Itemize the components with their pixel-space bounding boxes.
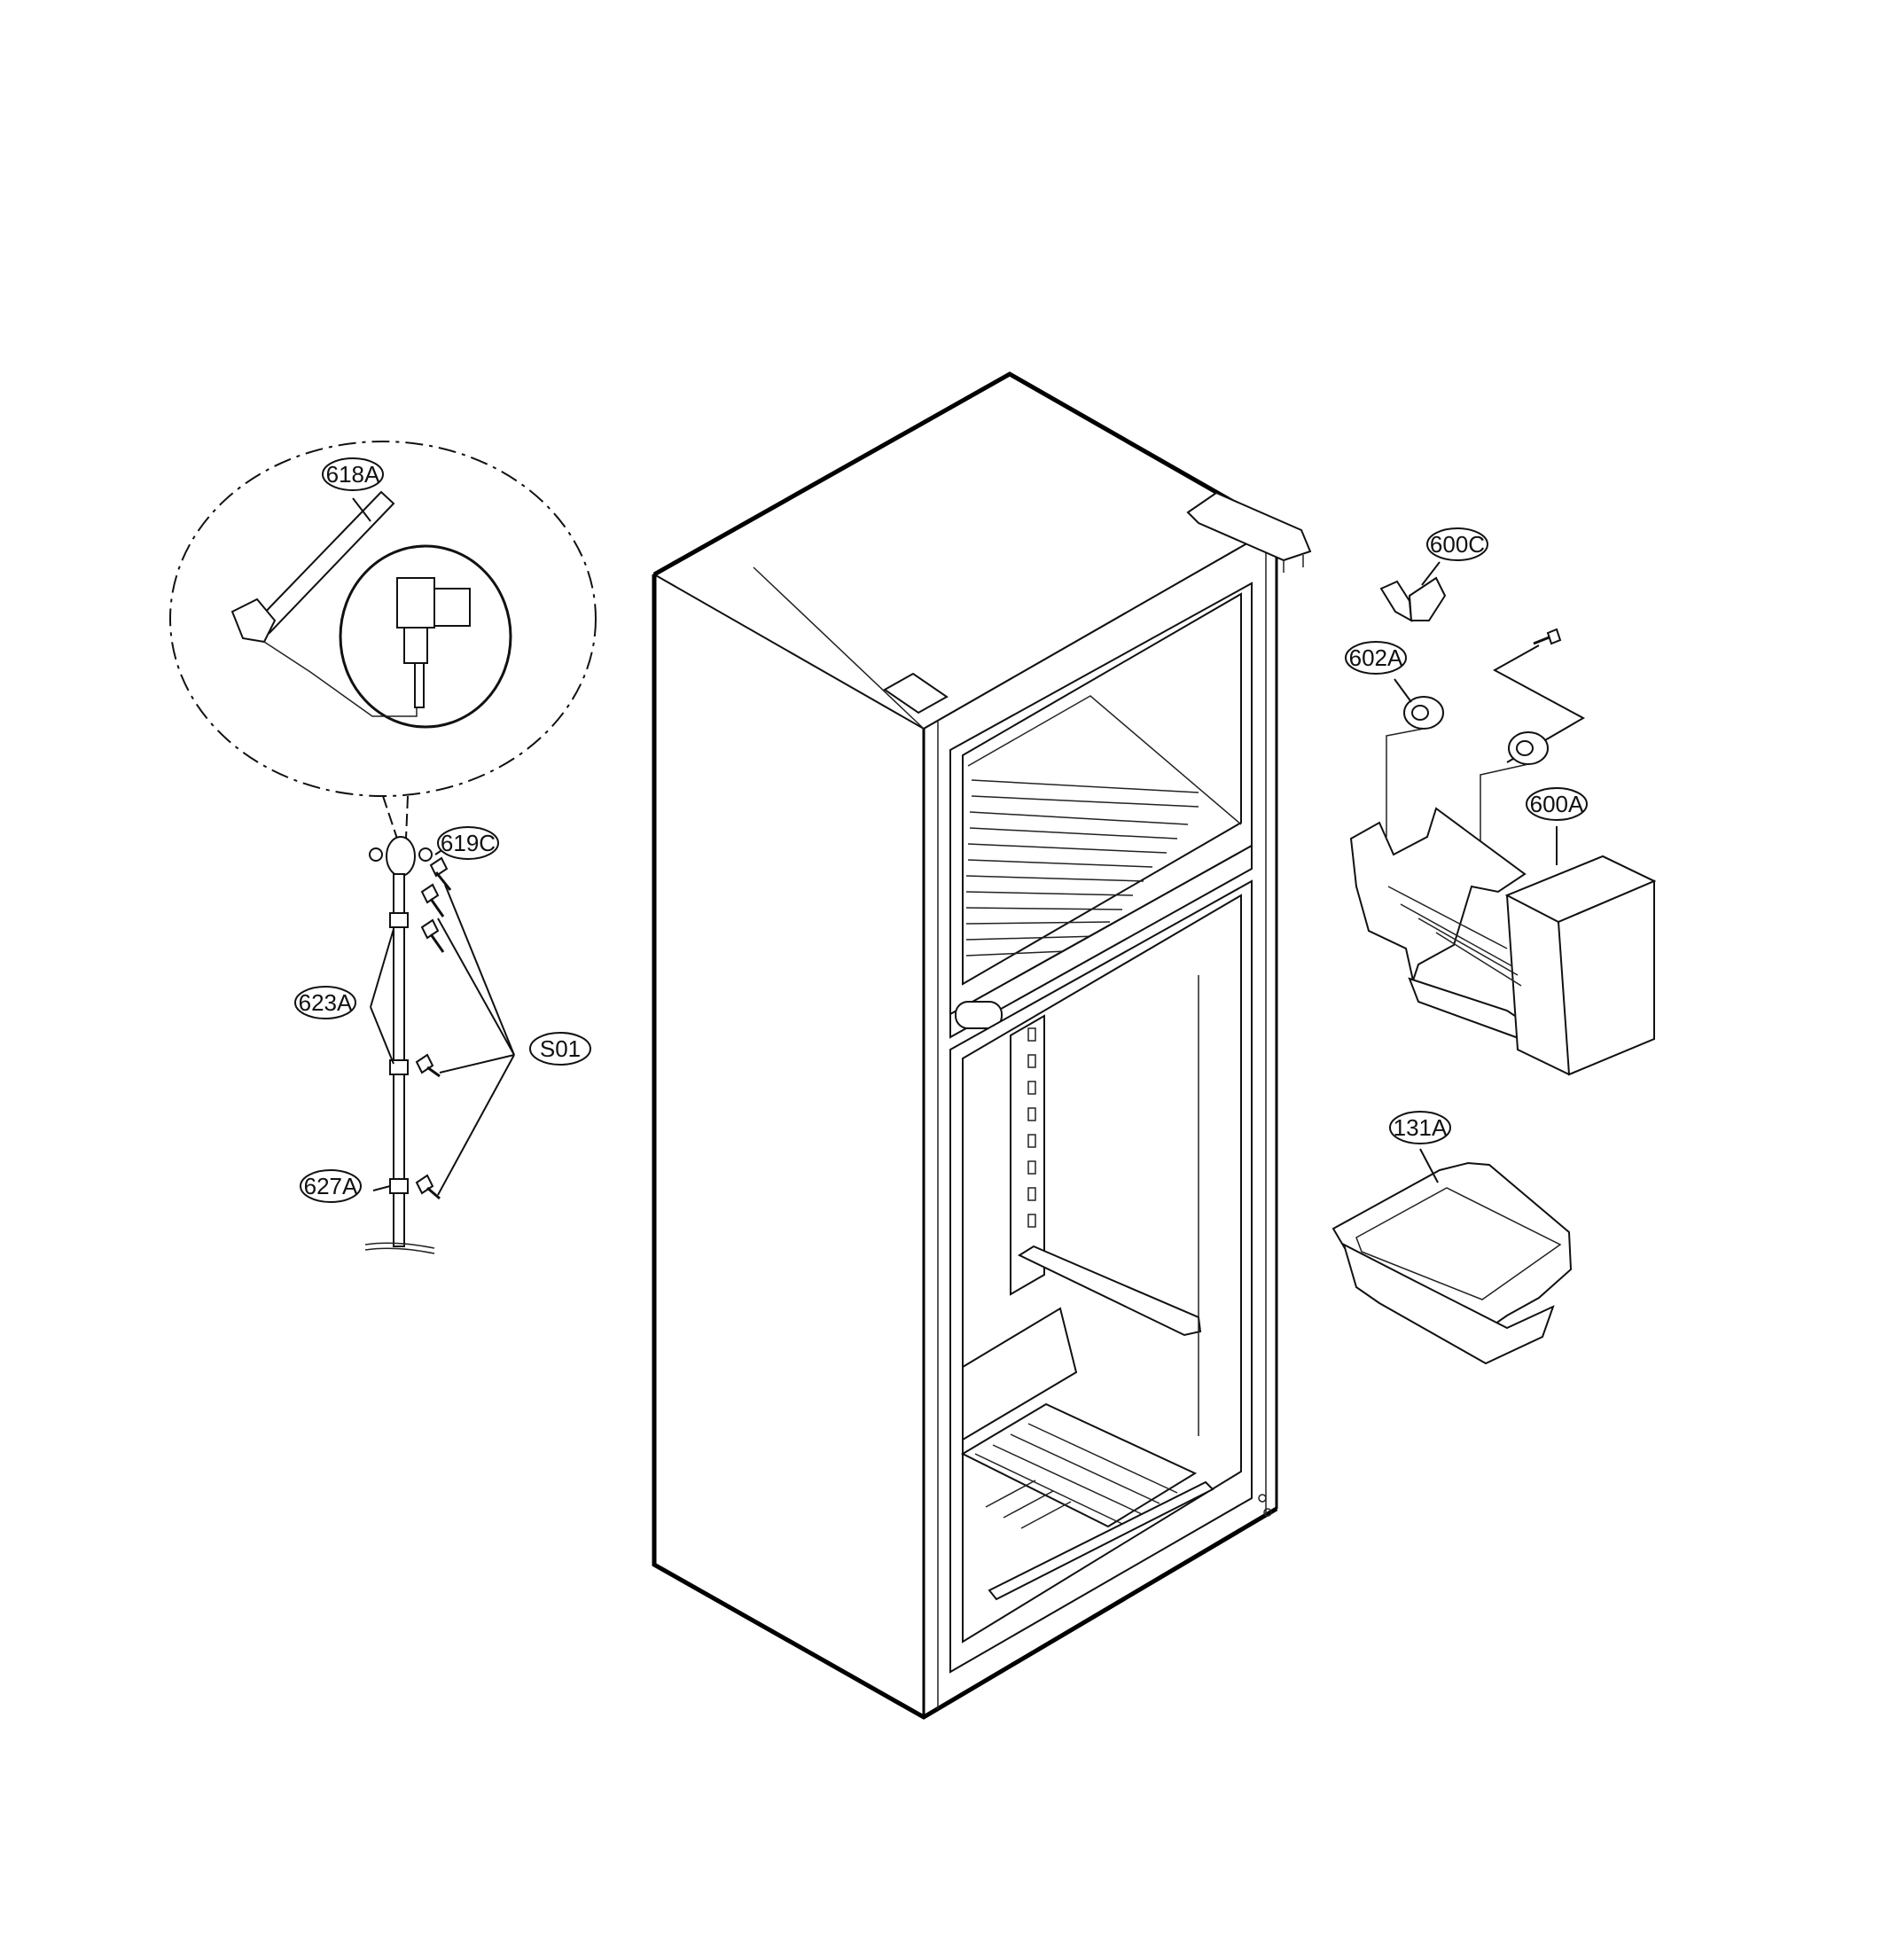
screw-icon (420, 883, 445, 918)
screw-icon (429, 856, 452, 891)
svg-text:623A: 623A (299, 989, 353, 1016)
water-tube (255, 490, 395, 635)
crisper-cover (962, 1307, 1078, 1441)
svg-text:131A: 131A (1394, 1114, 1448, 1141)
leader-lines (352, 497, 1558, 1196)
screw-icon (1533, 628, 1562, 645)
ice-maker-clip (1379, 576, 1447, 622)
grommet-icon (1508, 731, 1549, 765)
screw-icon (415, 1053, 441, 1078)
svg-text:627A: 627A (304, 1173, 358, 1199)
svg-text:619C: 619C (441, 830, 496, 856)
tube-clamp (389, 912, 409, 928)
water-line-assembly (364, 836, 452, 1254)
water-valve-detail (169, 441, 597, 839)
callout-619C[interactable]: 619C (437, 826, 499, 860)
screw-icon (420, 918, 445, 953)
fresh-food-compartment (949, 879, 1272, 1674)
ice-bin (1331, 1161, 1573, 1365)
svg-text:600C: 600C (1430, 531, 1485, 558)
svg-text:602A: 602A (1349, 644, 1403, 671)
water-line-coil (339, 544, 512, 729)
top-label-plate (883, 672, 949, 715)
svg-text:618A: 618A (326, 461, 380, 488)
svg-text:600A: 600A (1530, 791, 1584, 817)
ice-maker (1349, 807, 1657, 1076)
mullion-control (955, 1001, 1003, 1029)
freezer-shelf (965, 695, 1242, 957)
callout-S01[interactable]: S01 (529, 1032, 591, 1066)
callout-131A[interactable]: 131A (1389, 1111, 1451, 1144)
callout-627A[interactable]: 627A (300, 1169, 362, 1203)
callout-618A[interactable]: 618A (322, 457, 384, 491)
svg-text:S01: S01 (540, 1035, 581, 1062)
tube-clamp (389, 1059, 409, 1075)
grommet-icon (1403, 696, 1444, 730)
callout-623A[interactable]: 623A (294, 986, 356, 1019)
callout-602A[interactable]: 602A (1345, 641, 1407, 675)
refrigerator-cabinet (652, 371, 1312, 1720)
shelf-bar (1017, 1245, 1202, 1337)
freezer-compartment (949, 582, 1253, 1016)
water-valve-icon (396, 577, 471, 708)
tube-bracket (230, 597, 277, 644)
crisper-ribs (960, 1402, 1198, 1529)
top-hinge (1186, 491, 1312, 573)
callout-600A[interactable]: 600A (1526, 787, 1588, 821)
callout-600C[interactable]: 600C (1426, 527, 1488, 561)
bottom-bar (988, 1480, 1214, 1601)
line-clamp (386, 836, 416, 877)
callouts: 618A 619C 623A 627A S01 600C 602A 600A (294, 457, 1588, 1203)
tube-clamp (389, 1178, 409, 1194)
screw-icon (415, 1174, 441, 1200)
